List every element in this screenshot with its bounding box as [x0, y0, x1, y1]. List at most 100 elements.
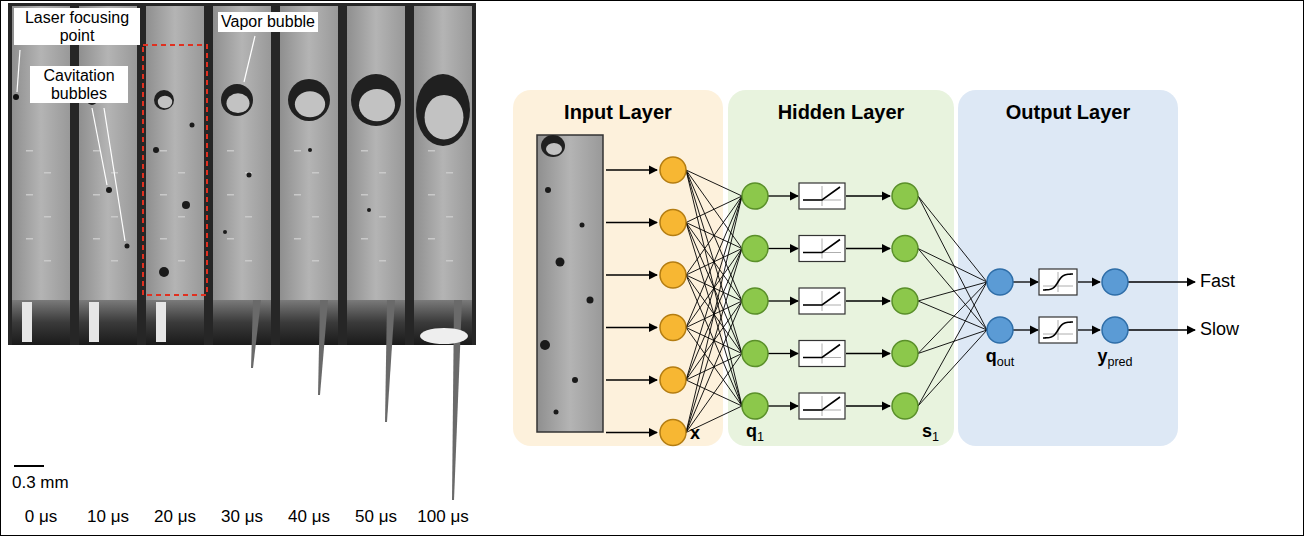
weight-line	[686, 196, 742, 223]
frame-texture	[178, 172, 185, 174]
cavitation-bubble	[556, 258, 565, 267]
time-label: 10 μs	[87, 508, 129, 527]
input-arrow	[606, 432, 657, 433]
math-symbol: qout	[986, 347, 1015, 370]
frame-strip-backing	[8, 3, 476, 345]
output-neuron	[987, 317, 1013, 343]
output-neuron	[987, 269, 1013, 295]
layer-title: Input Layer	[513, 90, 723, 124]
frame-texture	[312, 260, 319, 262]
time-label: 50 μs	[355, 508, 397, 527]
weight-line	[686, 196, 742, 433]
math-base: q	[746, 421, 757, 441]
frame-texture	[93, 238, 100, 240]
activation-arrow	[846, 353, 890, 354]
relu-icon	[799, 393, 845, 419]
frame-texture	[44, 216, 51, 218]
activation-curve	[803, 397, 840, 410]
time-label: 30 μs	[221, 508, 263, 527]
relu-icon	[799, 183, 845, 209]
vapor-bubble-core	[359, 89, 395, 121]
nozzle-tip	[89, 302, 99, 342]
frame-liquid	[280, 6, 338, 300]
frame-liquid	[414, 6, 472, 300]
math-symbol: q1	[746, 422, 764, 445]
frame-liquid	[146, 6, 204, 300]
liquid-jet	[385, 300, 395, 422]
weight-line	[686, 354, 742, 433]
vapor-bubble	[541, 135, 565, 157]
frame-base	[347, 300, 405, 345]
input-image	[537, 135, 603, 432]
activation-arrow	[768, 248, 798, 249]
frame-base	[280, 300, 338, 345]
activation-curve	[803, 345, 840, 358]
photo-frame	[347, 6, 405, 345]
cavitation-bubble	[125, 244, 130, 249]
frame-texture	[361, 194, 368, 196]
cavitation-bubble	[153, 147, 159, 153]
math-base: q	[986, 346, 997, 366]
input-arrow	[606, 169, 657, 170]
vapor-bubble-core	[425, 95, 464, 140]
math-symbol: x	[690, 424, 700, 444]
frame-texture	[111, 260, 118, 262]
activation-arrow	[846, 195, 890, 196]
cavitation-bubble	[308, 148, 312, 152]
relu-icon	[799, 288, 845, 314]
vapor-bubble-core	[295, 91, 325, 117]
hidden-neuron	[742, 236, 768, 262]
activation-box	[1039, 269, 1077, 295]
hidden-neuron	[892, 341, 918, 367]
frame-texture	[160, 150, 167, 152]
layer-panel-fill	[728, 90, 954, 446]
laser-focus-dot	[13, 94, 19, 100]
activation-arrow	[1013, 329, 1038, 330]
time-label: 40 μs	[288, 508, 330, 527]
vapor-bubble-core	[546, 143, 562, 155]
annotation-label: Laser focusing point	[14, 8, 140, 45]
weight-line	[918, 282, 987, 301]
frame-base	[12, 300, 70, 345]
activation-curve	[803, 240, 840, 253]
frame-texture	[93, 194, 100, 196]
frame-texture	[379, 172, 386, 174]
weight-line	[686, 170, 742, 354]
math-subscript: 1	[932, 430, 939, 444]
frame-texture	[227, 238, 234, 240]
input-neuron	[660, 210, 686, 236]
frame-texture	[312, 172, 319, 174]
activation-axis	[822, 344, 823, 364]
frame-texture	[178, 216, 185, 218]
frame-texture	[245, 216, 252, 218]
frame-texture	[428, 238, 435, 240]
frame-liquid	[213, 6, 271, 300]
layer-title: Hidden Layer	[728, 90, 954, 124]
frame-liquid	[347, 6, 405, 300]
cavitation-bubble	[159, 267, 169, 277]
frame-texture	[379, 216, 386, 218]
activation-arrow	[846, 300, 890, 301]
frame-liquid	[12, 6, 70, 300]
weight-line	[686, 249, 742, 433]
math-base: x	[690, 423, 700, 443]
sigmoid-icon	[1039, 317, 1077, 343]
weight-line	[918, 249, 987, 283]
hidden-neuron	[892, 183, 918, 209]
activation-axis	[822, 186, 823, 206]
weight-line	[918, 196, 987, 282]
weight-line	[686, 301, 742, 433]
frame-texture	[428, 194, 435, 196]
math-symbol: s1	[922, 422, 939, 445]
frame-texture	[294, 150, 301, 152]
weight-line	[686, 196, 742, 380]
activation-arrow	[846, 405, 890, 406]
photo-frame	[414, 6, 472, 345]
activation-box	[799, 236, 845, 262]
nozzle-tip	[156, 302, 166, 342]
activation-arrow	[1078, 329, 1100, 330]
activation-axis	[822, 239, 823, 259]
